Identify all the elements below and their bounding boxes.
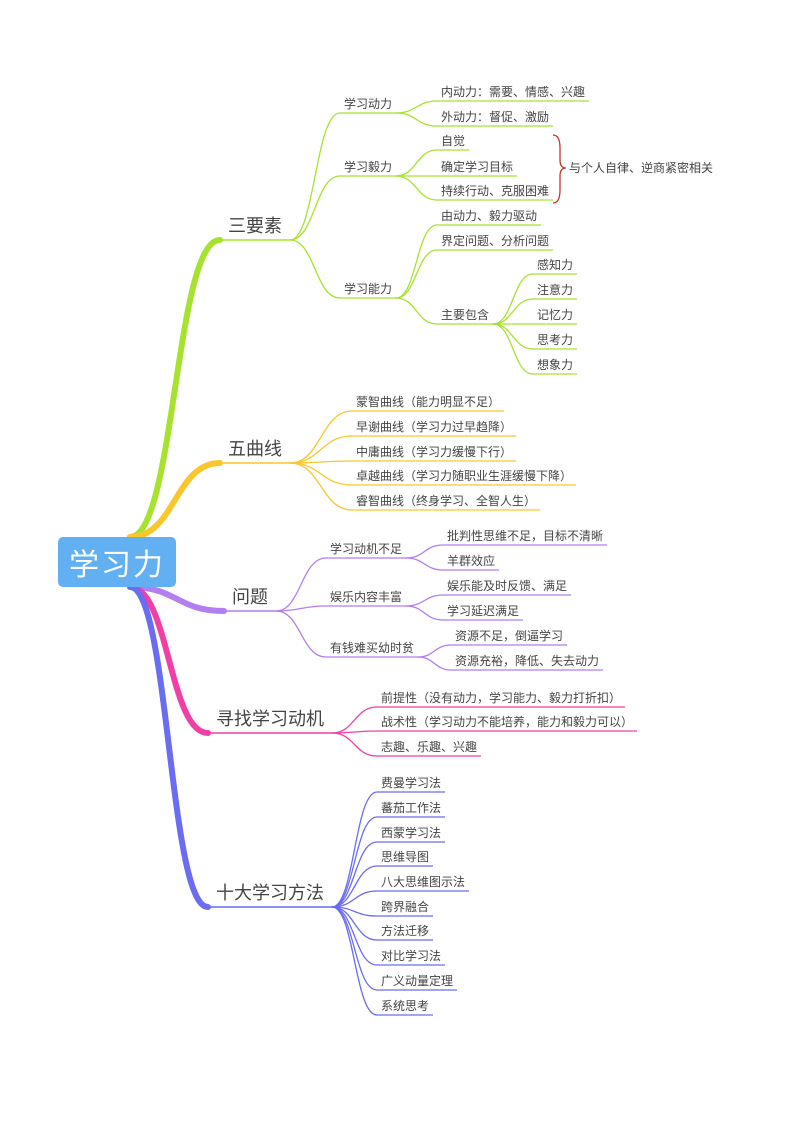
node-label[interactable]: 蕃茄工作法 xyxy=(381,801,441,815)
node-label[interactable]: 批判性思维不足，目标不清晰 xyxy=(447,528,603,543)
node-label[interactable]: 战术性（学习动力不能培养，能力和毅力可以） xyxy=(381,714,633,729)
node-label[interactable]: 由动力、毅力驱动 xyxy=(441,208,537,223)
connector-line xyxy=(331,890,378,908)
branch-label[interactable]: 问题 xyxy=(232,587,268,608)
connector-line xyxy=(127,460,223,540)
branch-label[interactable]: 五曲线 xyxy=(228,439,282,460)
node-label[interactable]: 资源充裕，降低、失去动力 xyxy=(455,653,599,668)
connector-line xyxy=(289,112,341,241)
connector-line xyxy=(289,435,353,464)
root-node[interactable]: 学习力 xyxy=(58,537,176,587)
node-label[interactable]: 外动力：督促、激励 xyxy=(441,109,549,124)
node-label[interactable]: 自觉 xyxy=(441,134,465,148)
node-label[interactable]: 八大思维图示法 xyxy=(381,875,465,889)
connector-line xyxy=(395,100,438,114)
connector-line xyxy=(395,149,438,177)
node-label[interactable]: 主要包含 xyxy=(441,307,489,322)
node-label[interactable]: 方法迁移 xyxy=(381,923,429,938)
connector-line xyxy=(395,175,438,201)
node-label[interactable]: 注意力 xyxy=(537,282,573,297)
connector-line xyxy=(405,544,444,559)
connector-line xyxy=(127,237,223,540)
node-label[interactable]: 前提性（没有动力，学习能力、毅力打折扣） xyxy=(381,690,621,705)
connector-line xyxy=(127,584,211,736)
connector-line xyxy=(289,462,353,486)
node-label[interactable]: 思维导图 xyxy=(381,850,429,864)
connector-line xyxy=(405,594,444,607)
node-label[interactable]: 睿智曲线（终身学习、全智人生） xyxy=(356,493,536,508)
node-label[interactable]: 学习延迟满足 xyxy=(447,603,519,618)
connector-line xyxy=(331,732,378,757)
connector-line xyxy=(405,557,444,571)
connector-line xyxy=(127,584,211,910)
node-label[interactable]: 蒙智曲线（能力明显不足） xyxy=(356,394,500,409)
node-label[interactable]: 感知力 xyxy=(537,257,573,272)
connector-line xyxy=(405,605,444,621)
node-label[interactable]: 对比学习法 xyxy=(381,948,441,963)
connector-line xyxy=(331,791,378,908)
node-label[interactable]: 志趣、乐趣、兴趣 xyxy=(381,739,477,754)
connector-line xyxy=(127,584,227,614)
node-label[interactable]: 跨界融合 xyxy=(381,899,429,914)
connector-line xyxy=(275,610,327,658)
connector-line xyxy=(395,249,438,299)
connector-line xyxy=(492,323,534,375)
node-label[interactable]: 广义动量定理 xyxy=(381,973,453,988)
node-label[interactable]: 娱乐能及时反馈、满足 xyxy=(447,579,567,593)
connector-line xyxy=(492,323,534,350)
connector-line xyxy=(395,112,438,127)
node-label[interactable]: 学习动机不足 xyxy=(330,541,402,556)
connector-line xyxy=(275,557,327,612)
node-label[interactable]: 西蒙学习法 xyxy=(381,825,441,840)
connector-line xyxy=(289,462,353,511)
connector-line xyxy=(492,273,534,325)
connector-line xyxy=(395,224,438,299)
connector-line xyxy=(289,239,341,299)
node-label[interactable]: 思考力 xyxy=(537,333,573,347)
connector-line xyxy=(331,706,378,734)
connector-line xyxy=(331,865,378,908)
branch-label[interactable]: 寻找学习动机 xyxy=(216,709,324,730)
node-label[interactable]: 记忆力 xyxy=(537,308,573,322)
node-label[interactable]: 确定学习目标 xyxy=(441,159,513,174)
connector-line xyxy=(417,656,452,671)
node-label[interactable]: 早谢曲线（学习力过早趋降） xyxy=(356,419,512,434)
node-label[interactable]: 资源不足，倒逼学习 xyxy=(455,628,563,643)
node-label[interactable]: 学习能力 xyxy=(344,281,392,296)
node-label[interactable]: 学习动力 xyxy=(344,96,392,111)
node-label[interactable]: 有钱难买幼时贫 xyxy=(330,640,414,655)
connector-line xyxy=(331,816,378,908)
connector-line xyxy=(331,841,378,908)
connector-line xyxy=(395,297,438,325)
node-label[interactable]: 卓越曲线（学习力随职业生涯缓慢下降） xyxy=(356,468,572,483)
connector-line xyxy=(275,605,327,612)
node-label[interactable]: 系统思考 xyxy=(381,999,429,1013)
connector-line xyxy=(331,906,378,991)
connector-line xyxy=(331,906,378,1016)
connector-line xyxy=(417,644,452,658)
node-label[interactable]: 中庸曲线（学习力缓慢下行） xyxy=(356,444,512,459)
node-label[interactable]: 娱乐内容丰富 xyxy=(330,589,402,604)
node-label[interactable]: 想象力 xyxy=(537,357,573,372)
connector-line xyxy=(492,298,534,325)
brace-note: 与个人自律、逆商紧密相关 xyxy=(569,160,713,175)
node-label[interactable]: 界定问题、分析问题 xyxy=(441,233,549,248)
node-label[interactable]: 费曼学习法 xyxy=(381,775,441,790)
connector-line xyxy=(289,410,353,464)
branch-label[interactable]: 三要素 xyxy=(228,216,282,237)
brace-icon xyxy=(552,134,567,204)
node-label[interactable]: 持续行动、克服困难 xyxy=(441,183,549,198)
node-label[interactable]: 内动力：需要、情感、兴趣 xyxy=(441,84,585,99)
node-label[interactable]: 学习毅力 xyxy=(344,159,392,174)
node-label[interactable]: 羊群效应 xyxy=(447,553,495,568)
branch-label[interactable]: 十大学习方法 xyxy=(216,883,324,904)
connector-line xyxy=(289,175,341,241)
